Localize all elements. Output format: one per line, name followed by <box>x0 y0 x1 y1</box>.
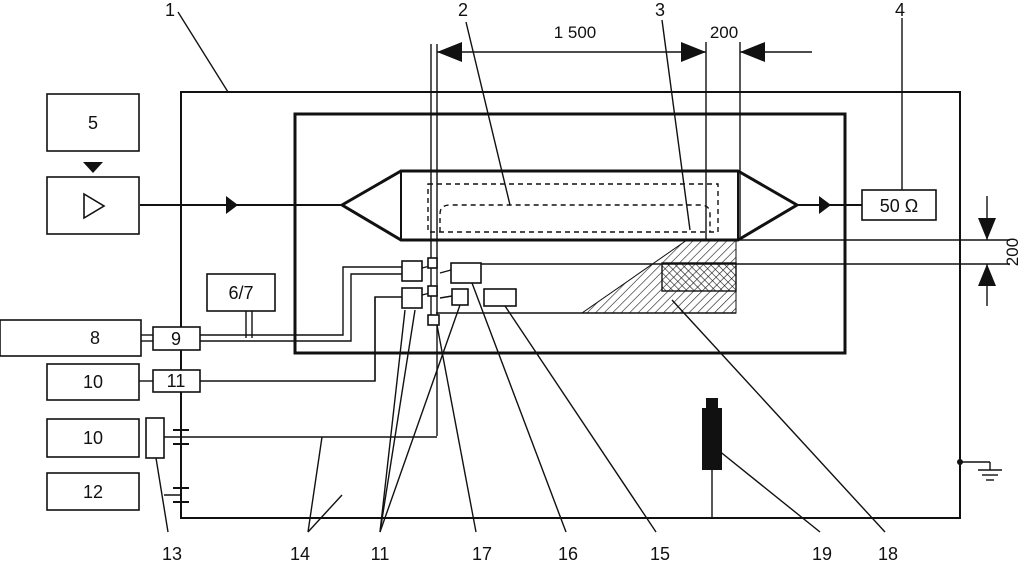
wire-9-upper <box>200 266 402 336</box>
box-13 <box>145 417 165 459</box>
box-10-bottom-label: 10 <box>83 428 103 448</box>
ground-icon <box>978 462 1002 481</box>
leader-11a <box>379 309 406 533</box>
block-16-lead-b <box>439 295 453 299</box>
amplifier-box <box>46 176 140 235</box>
block-16-lead-a <box>439 269 452 274</box>
callout-14: 14 <box>290 544 310 564</box>
load-box <box>861 189 937 221</box>
sensor-11-upper <box>401 260 423 282</box>
probe-line <box>181 470 713 519</box>
callout-17: 17 <box>472 544 492 564</box>
leader-14a <box>307 436 323 533</box>
box-5-label: 5 <box>88 113 98 133</box>
leader-11c <box>379 304 461 533</box>
box-6-7 <box>206 273 276 312</box>
callout-2: 2 <box>458 0 468 20</box>
inner-chamber <box>293 112 847 355</box>
callout-15: 15 <box>650 544 670 564</box>
sensor-11-lower <box>401 287 423 309</box>
amplifier-triangle-icon <box>83 192 106 220</box>
callout-3: 3 <box>655 0 665 20</box>
inner-channel-dashed-outer <box>427 183 719 233</box>
inner-channel-dashed-inner <box>439 204 711 232</box>
dim-v-arrow-down-icon <box>978 218 996 240</box>
dim-label-200: 200 <box>710 23 738 42</box>
probe-icon <box>702 398 722 470</box>
ground-node <box>957 459 963 465</box>
box-8 <box>0 319 142 357</box>
box-9 <box>152 326 201 351</box>
leader-11b <box>379 309 416 533</box>
callout-4: 4 <box>895 0 905 20</box>
dim-label-1500: 1 500 <box>554 23 597 42</box>
block-16 <box>450 262 482 284</box>
leader-13 <box>155 457 169 533</box>
wire-9-lower <box>200 273 402 342</box>
callout-13: 13 <box>162 544 182 564</box>
leader-16 <box>471 282 567 533</box>
dim-v-arrow-up-icon <box>978 264 996 286</box>
callout-16: 16 <box>558 544 578 564</box>
hatched-block <box>661 262 737 292</box>
callout-11: 11 <box>371 544 390 564</box>
leader-19 <box>717 449 821 533</box>
control-arrow-icon <box>83 162 103 173</box>
leader-14b <box>307 494 343 533</box>
box-12-label: 12 <box>83 482 103 502</box>
leader-17 <box>436 324 477 533</box>
callout-1: 1 <box>165 0 175 20</box>
box-8-label: 8 <box>90 328 100 348</box>
dim-arrow-left-icon <box>437 42 462 62</box>
leader-18 <box>671 299 886 533</box>
box-6-7-label: 6/7 <box>228 283 253 303</box>
output-arrow-icon <box>819 196 831 214</box>
device-body <box>339 169 800 242</box>
leader-2 <box>465 21 511 206</box>
box-10-top <box>46 363 140 401</box>
feed-stub-3 <box>427 314 440 326</box>
leader-1 <box>177 11 229 93</box>
box-5 <box>46 93 140 152</box>
outer-enclosure <box>180 91 961 519</box>
box-9-label: 9 <box>171 329 181 349</box>
callout-19: 19 <box>812 544 832 564</box>
load-label: 50 Ω <box>880 196 918 216</box>
input-arrow-icon <box>226 196 238 214</box>
dim-arrow-right-icon <box>681 42 706 62</box>
block-16-small <box>451 288 469 306</box>
box-11-label: 11 <box>167 371 186 391</box>
block-15 <box>483 288 517 307</box>
feed-stub-2 <box>427 285 438 297</box>
box-10-top-label: 10 <box>83 372 103 392</box>
callout-18: 18 <box>878 544 898 564</box>
dim-arrow-200-icon <box>740 42 765 62</box>
dim-label-200-vertical: 200 <box>1003 238 1022 266</box>
box-10-bottom <box>46 418 140 458</box>
feed-stub-1 <box>427 257 438 269</box>
box-12 <box>46 472 140 511</box>
leader-3 <box>661 19 691 231</box>
leader-15 <box>504 305 657 533</box>
